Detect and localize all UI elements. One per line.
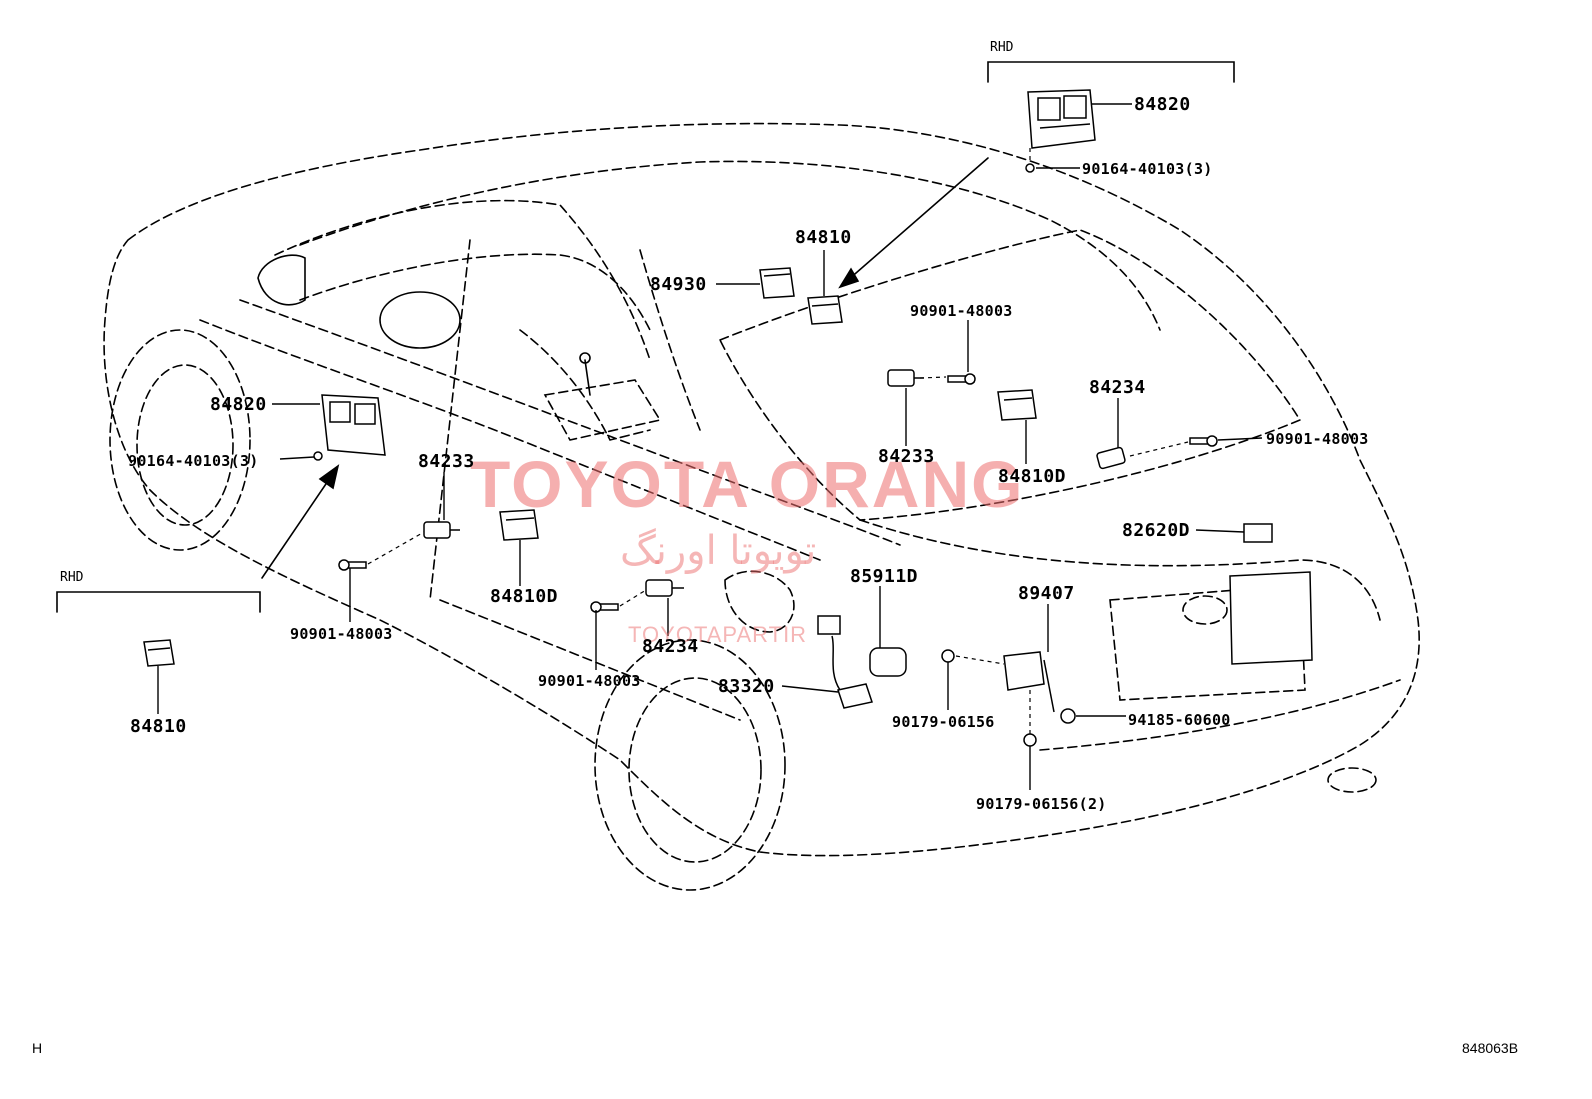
watermark-site: TOYOTAPARTIR [628,622,808,647]
part-label-84233-left[interactable]: 84233 [418,451,475,472]
part-label-83320[interactable]: 83320 [718,676,775,697]
car-body-outline [103,122,1420,857]
rear-window [718,229,1302,521]
rhd-bracket-left [56,591,261,613]
nut-94185-icon [1060,708,1076,724]
arrow-to-dashboard [847,157,989,281]
leader-82620d [1195,529,1245,533]
power-window-master-switch-icon [321,394,386,456]
rear-wheel-inner [628,677,762,863]
battery-icon [1229,571,1313,665]
part-label-90164-left[interactable]: 90164-40103(3) [128,452,259,470]
part-label-90901-b[interactable]: 90901-48003 [1266,430,1369,448]
part-label-90179-a[interactable]: 90179-06156 [892,713,995,731]
bolt-90901-c-icon [338,559,367,571]
part-label-85911d[interactable]: 85911D [850,566,919,587]
nut-90179-2-icon [1023,733,1037,747]
part-label-84820-rhd[interactable]: 84820 [1134,94,1191,115]
part-label-84810d-left[interactable]: 84810D [490,586,559,607]
c-pillar [639,249,701,431]
rear-emblem [1182,595,1228,625]
part-label-84930[interactable]: 84930 [650,274,707,295]
part-label-84234-left[interactable]: 84234 [642,636,699,657]
center-console [519,329,651,441]
fuel-lid-opener-83320-icon [831,635,873,709]
rear-wheel [594,639,786,891]
gear-shifter [584,359,591,396]
corner-mark: H [32,1040,43,1056]
part-label-84810-rhd-left[interactable]: 84810 [130,716,187,737]
rear-bumper [1039,679,1401,751]
part-label-90901-d[interactable]: 90901-48003 [538,672,641,690]
rhd-bracket-top [987,61,1235,83]
trunk-latch-89407-icon [1003,651,1055,713]
part-label-90164-rhd[interactable]: 90164-40103(3) [1082,160,1213,178]
b-pillar [429,239,471,601]
sensor-85911d-icon [817,615,841,635]
leader-90901-b [1217,437,1263,441]
bolt-90901-a-icon [947,373,976,385]
part-label-94185[interactable]: 94185-60600 [1128,711,1231,729]
trunk-lid [859,519,1381,621]
leader-83320 [781,685,839,693]
part-label-82620d[interactable]: 82620D [1122,520,1191,541]
part-label-84810-top[interactable]: 84810 [795,227,852,248]
windshield [274,199,651,361]
courtesy-switch-84233-right-icon [887,369,924,387]
part-label-84233-right[interactable]: 84233 [878,446,935,467]
courtesy-switch-84234-right-icon [1096,446,1126,470]
door-line-rear [439,599,741,721]
side-mirror [257,254,306,306]
leader-90164-l [279,456,315,460]
part-label-90179-b[interactable]: 90179-06156(2) [976,795,1107,813]
switch-84810d-right-icon [997,389,1037,421]
door-line-front [199,319,821,561]
connector-82620d-icon [1243,523,1273,543]
exhaust-tip [1327,767,1377,793]
console-box [543,379,662,441]
roof-outline [299,160,1161,331]
bolt-90901-d-icon [590,601,619,613]
part-label-84820-left[interactable]: 84820 [210,394,267,415]
part-label-90901-c[interactable]: 90901-48003 [290,625,393,643]
part-label-84234-right[interactable]: 84234 [1089,377,1146,398]
arrow-to-door [261,477,331,579]
fuel-door [724,570,795,633]
bolt-90901-b-icon [1189,435,1218,447]
nut-90179-icon [941,649,955,663]
part-label-90901-a[interactable]: 90901-48003 [910,302,1013,320]
dashboard [299,253,651,331]
switch-84810d-left-icon [499,509,539,541]
door-line-belt [239,299,901,546]
screw-icon [313,451,323,461]
watermark-brand: TOYOTA ORANG [470,447,1025,521]
part-label-89407[interactable]: 89407 [1018,583,1075,604]
front-wheel-inner [136,364,234,526]
courtesy-switch-84234-left-icon [645,579,684,597]
courtesy-switch-84233-left-icon [423,521,460,539]
switch-84810-rhd-icon [143,639,175,667]
switch-84810-icon [807,295,843,325]
rhd-label-top: RHD [990,40,1014,55]
rhd-label-left: RHD [60,570,84,585]
part-label-84810d-right[interactable]: 84810D [998,466,1067,487]
front-wheel [109,329,251,551]
diagram-id: 848063B [1462,1040,1519,1056]
power-window-master-switch-rhd-icon [1027,89,1096,149]
screw-icon [1025,163,1035,173]
steering-wheel [379,291,461,349]
actuator-icon [869,647,907,677]
switch-84930-icon [759,267,795,299]
watermark-brand-persian: تویوتا اورنگ [620,528,817,574]
